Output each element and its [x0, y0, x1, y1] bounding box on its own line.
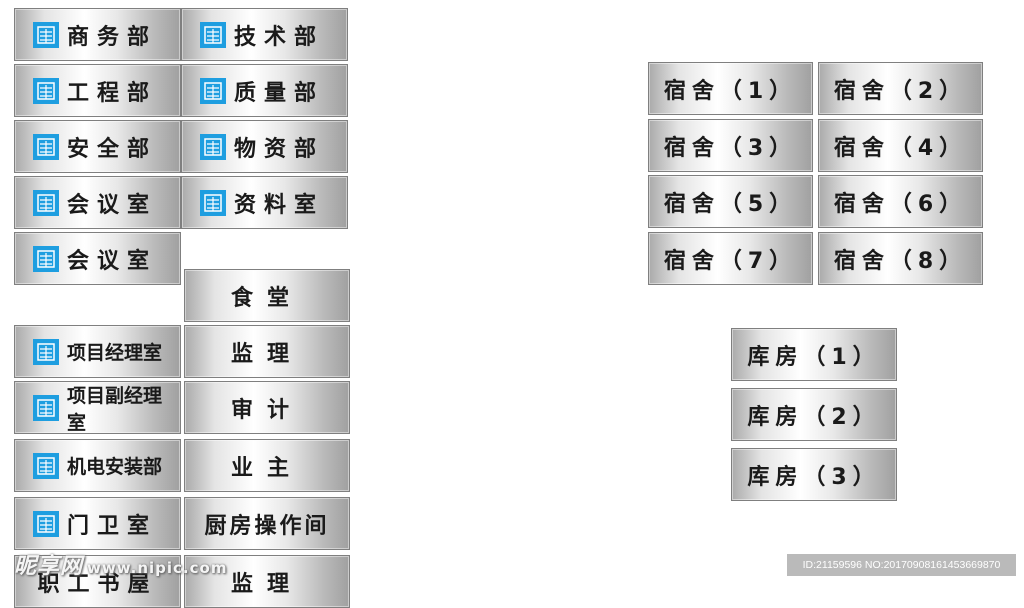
sign-text: 宿舍（2）	[833, 78, 968, 104]
sign-text: 厨房操作间	[204, 513, 330, 539]
sign-canteen: 食堂	[184, 269, 350, 322]
sign-kitchen-room: 厨房操作间	[184, 497, 350, 550]
company-logo-icon	[33, 21, 59, 48]
sign-dorm-1: 宿舍（1）	[648, 62, 813, 115]
watermark-url: www.nipic.com	[87, 559, 228, 577]
sign-text: 宿舍（3）	[663, 135, 798, 161]
company-logo-icon	[200, 77, 226, 104]
sign-safety-dept: 安全部	[14, 120, 181, 173]
sign-storage-3: 库房（3）	[731, 448, 897, 501]
sign-text: 食堂	[230, 285, 303, 311]
sign-text: 物资部	[234, 136, 325, 162]
sign-text: 库房（2）	[747, 404, 881, 430]
sign-archive-room: 资料室	[181, 176, 348, 229]
sign-meeting-room: 会议室	[14, 176, 181, 229]
sign-text: 宿舍（5）	[663, 191, 798, 217]
sign-text: 审计	[230, 397, 303, 423]
sign-text: 宿舍（1）	[663, 78, 798, 104]
sign-dorm-4: 宿舍（4）	[818, 119, 983, 172]
sign-text: 工程部	[67, 80, 158, 106]
company-logo-icon	[33, 133, 59, 160]
sign-dorm-6: 宿舍（6）	[818, 175, 983, 228]
sign-text: 库房（1）	[747, 344, 881, 370]
sign-storage-2: 库房（2）	[731, 388, 897, 441]
company-logo-icon	[33, 452, 59, 479]
sign-tech-dept: 技术部	[181, 8, 348, 61]
company-logo-icon	[33, 77, 59, 104]
company-logo-icon	[200, 189, 226, 216]
sign-audit: 审计	[184, 381, 350, 434]
sign-text: 宿舍（4）	[833, 135, 968, 161]
sign-text: 项目副经理室	[67, 384, 163, 434]
sign-dorm-2: 宿舍（2）	[818, 62, 983, 115]
sign-text: 机电安装部	[67, 456, 163, 478]
sign-dorm-5: 宿舍（5）	[648, 175, 813, 228]
sign-text: 宿舍（8）	[833, 248, 968, 274]
sign-text: 宿舍（6）	[833, 191, 968, 217]
sign-quality-dept: 质量部	[181, 64, 348, 117]
sign-meeting-room-2: 会议室	[14, 232, 181, 285]
sign-dorm-3: 宿舍（3）	[648, 119, 813, 172]
sign-project-manager-office: 项目经理室	[14, 325, 181, 378]
sign-business-dept: 商务部	[14, 8, 181, 61]
sign-text: 资料室	[234, 192, 325, 218]
sign-guard-room: 门卫室	[14, 497, 181, 550]
sign-dorm-7: 宿舍（7）	[648, 232, 813, 285]
company-logo-icon	[200, 133, 226, 160]
company-logo-icon	[33, 394, 59, 421]
company-logo-icon	[200, 21, 226, 48]
sign-text: 宿舍（7）	[663, 248, 798, 274]
sign-materials-dept: 物资部	[181, 120, 348, 173]
sign-dorm-8: 宿舍（8）	[818, 232, 983, 285]
company-logo-icon	[33, 245, 59, 272]
watermark-brand-name: 昵享网	[14, 554, 84, 579]
sign-storage-1: 库房（1）	[731, 328, 897, 381]
sign-engineering-dept: 工程部	[14, 64, 181, 117]
sign-deputy-manager-office: 项目副经理室	[14, 381, 181, 434]
sign-text: 商务部	[67, 24, 158, 50]
sign-text: 监理	[230, 571, 303, 597]
sign-text: 会议室	[67, 248, 158, 274]
sign-text: 项目经理室	[67, 342, 163, 364]
sign-text: 库房（3）	[747, 464, 881, 490]
watermark-id: ID:21159596 NO:20170908161453669870	[787, 554, 1016, 576]
sign-mep-dept: 机电安装部	[14, 439, 181, 492]
sign-text: 业主	[230, 455, 303, 481]
sign-text: 技术部	[234, 24, 325, 50]
company-logo-icon	[33, 189, 59, 216]
sign-text: 安全部	[67, 136, 158, 162]
sign-text: 会议室	[67, 192, 158, 218]
sign-text: 监理	[230, 341, 303, 367]
sign-text: 质量部	[234, 80, 325, 106]
sign-owner: 业主	[184, 439, 350, 492]
sign-text: 门卫室	[67, 513, 158, 539]
company-logo-icon	[33, 510, 59, 537]
sign-supervision: 监理	[184, 325, 350, 378]
company-logo-icon	[33, 338, 59, 365]
